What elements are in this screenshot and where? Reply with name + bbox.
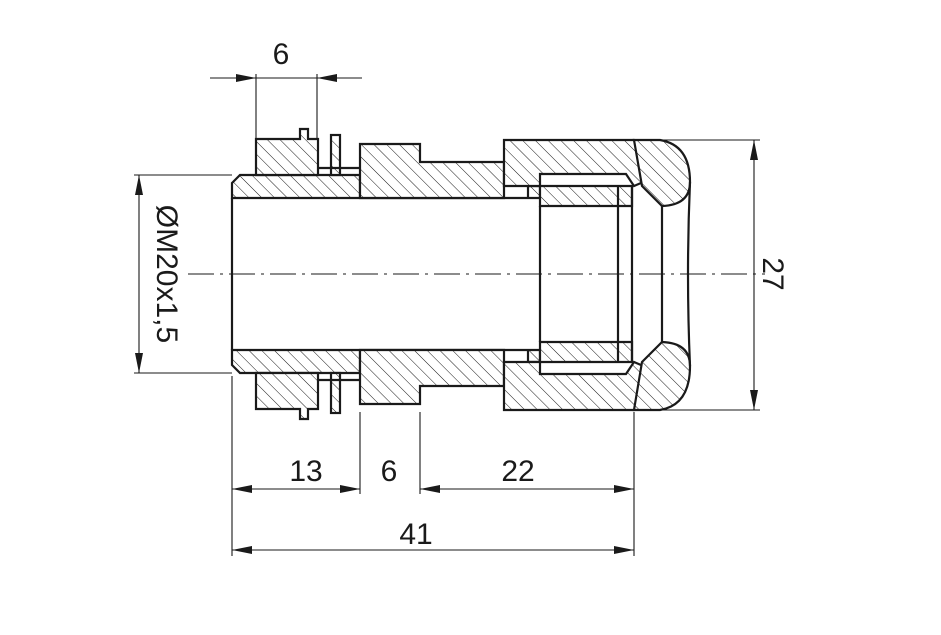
dim-thread-diameter: ØM20x1,5 xyxy=(150,205,183,343)
arrow-seg1-left xyxy=(232,485,252,493)
lock-nut-lower xyxy=(254,371,320,421)
arrow-top-left xyxy=(236,74,256,82)
dim-segment-2: 6 xyxy=(381,455,398,488)
arrow-seg1-right xyxy=(340,485,360,493)
cap-dome-lower xyxy=(632,340,692,412)
dim-overall-length: 41 xyxy=(399,518,432,551)
dim-segment-1: 13 xyxy=(289,455,322,488)
washer-lower-1 xyxy=(329,371,342,415)
arrow-h-top xyxy=(750,140,758,160)
arrow-top-right xyxy=(317,74,337,82)
body-flange-lower xyxy=(358,348,506,406)
cap-dome-outer xyxy=(686,181,692,367)
dim-top-width: 6 xyxy=(273,38,290,71)
arrow-overall-left xyxy=(232,546,252,554)
arrow-seg3-right xyxy=(614,485,634,493)
arrow-seg3-left xyxy=(420,485,440,493)
washer-upper-1 xyxy=(329,133,342,177)
lock-nut-upper xyxy=(254,127,320,177)
dim-height: 27 xyxy=(756,257,789,290)
body-flange-upper xyxy=(358,142,506,200)
dim-segment-3: 22 xyxy=(501,455,534,488)
arrow-overall-right xyxy=(614,546,634,554)
arrow-h-bottom xyxy=(750,390,758,410)
arrow-dia-bottom xyxy=(135,353,143,373)
arrow-dia-top xyxy=(135,175,143,195)
cap-dome-upper xyxy=(632,138,692,208)
